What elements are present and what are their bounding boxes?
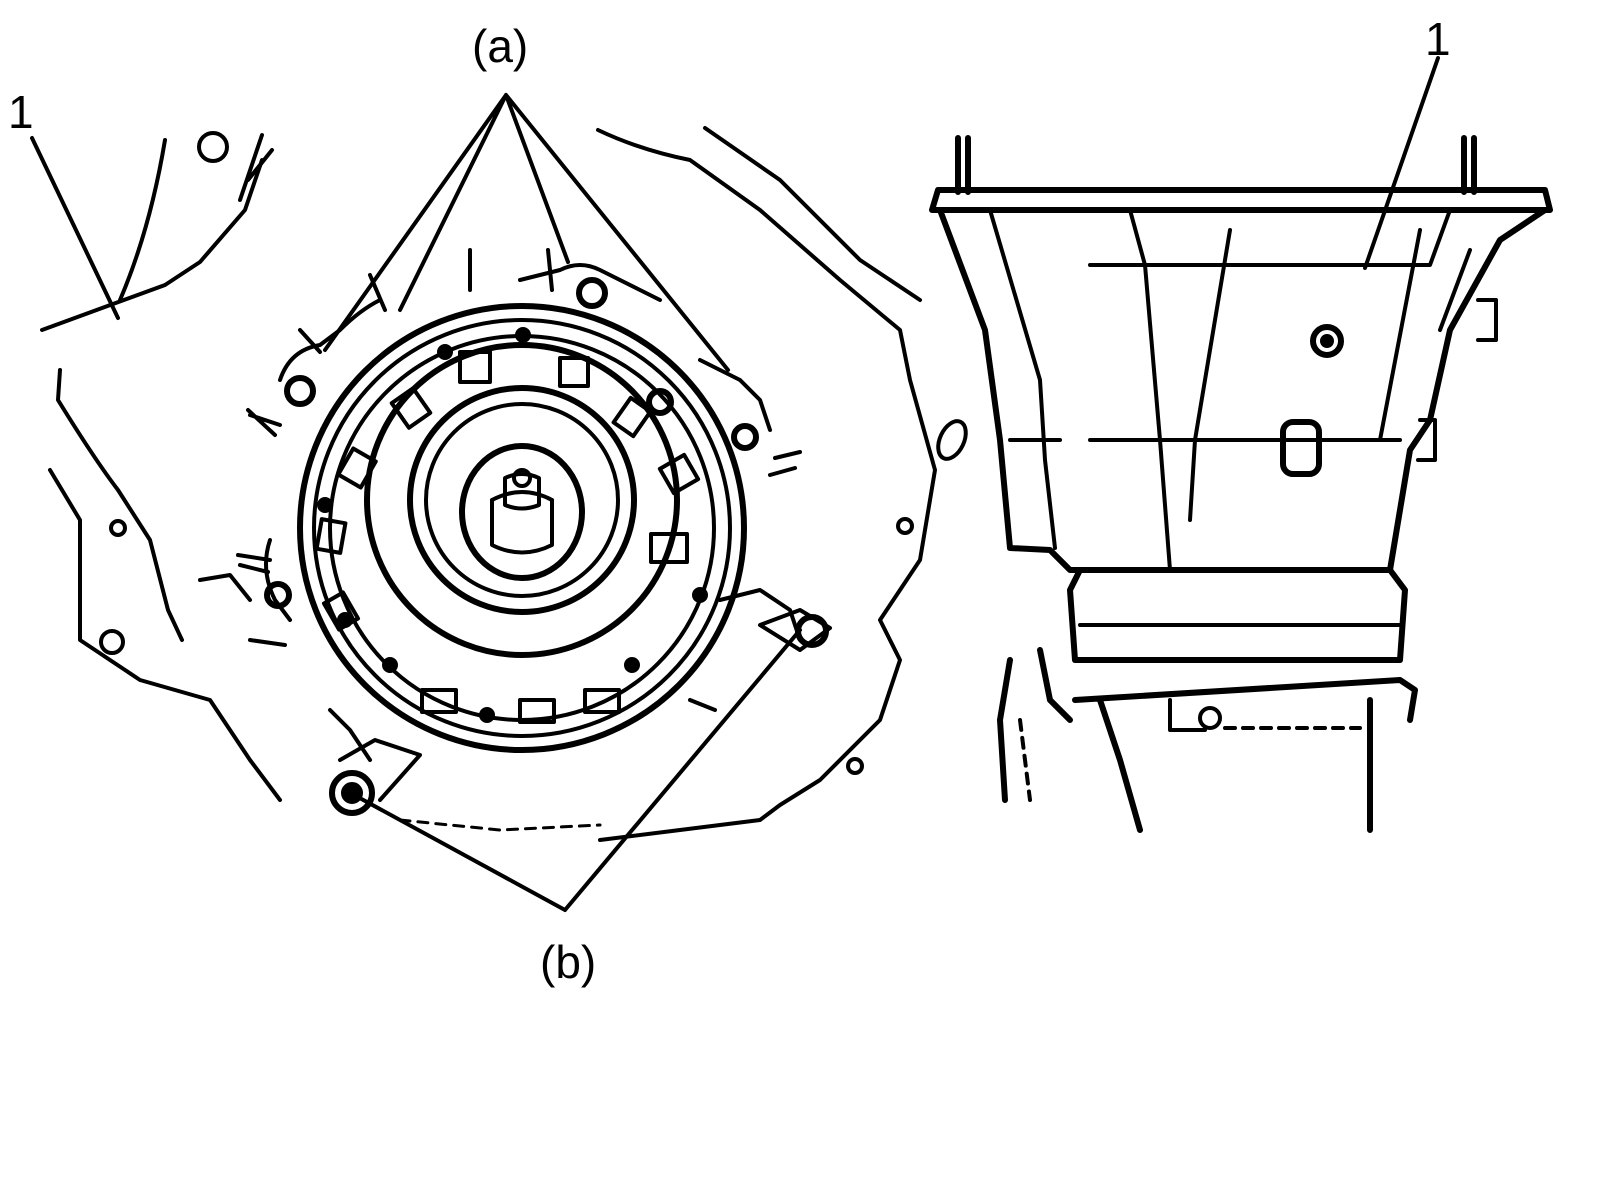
housing-hole — [99, 629, 125, 655]
converter-hub-inner — [424, 402, 620, 598]
label-callout-b: (b) — [540, 936, 596, 988]
converter-body — [364, 342, 680, 658]
leader-a — [323, 93, 730, 372]
input-shaft — [490, 490, 554, 555]
housing-clips — [236, 248, 802, 712]
left-view: 1 (a) (b) — [8, 20, 968, 988]
input-shaft-hole — [512, 468, 532, 488]
transmission-case-hole — [1198, 706, 1222, 730]
right-view: 1 — [929, 13, 1553, 833]
bolt-a-3 — [646, 388, 674, 416]
label-part-1-right: 1 — [1425, 13, 1451, 65]
converter-hub-ring — [407, 385, 637, 615]
transmission-case-detail — [1168, 698, 1207, 732]
housing-slot — [936, 419, 968, 461]
bolts-b — [329, 608, 832, 816]
bolt-a-4 — [731, 423, 759, 451]
bolt-a-1 — [284, 375, 316, 407]
bolt-a-5 — [264, 581, 292, 609]
bell-housing-body — [937, 207, 1548, 573]
converter-shaft-bore — [459, 443, 585, 581]
leader-b — [343, 628, 802, 912]
bell-housing-rib-1 — [1128, 208, 1172, 572]
bell-housing-band — [1008, 208, 1452, 442]
housing-hole — [109, 519, 127, 537]
converter-outer-ring — [297, 303, 747, 753]
bell-housing-inner-left — [988, 208, 1057, 550]
bolts-a — [264, 277, 759, 609]
drive-plate-holes — [317, 327, 708, 723]
converter-ring-inner-edge — [312, 318, 732, 738]
housing-hole — [846, 757, 864, 775]
studs — [955, 135, 1477, 195]
housing-lower-edge — [398, 818, 602, 832]
housing-outline-left — [40, 158, 282, 802]
transmission-case-dash — [1018, 718, 1362, 802]
bell-housing-side-tab — [1416, 298, 1498, 462]
bolt-a-2 — [576, 277, 608, 309]
transmission-case-neck — [1067, 567, 1408, 663]
housing-outline-top — [596, 128, 937, 842]
label-callout-a: (a) — [472, 20, 528, 72]
bell-housing-bolt-center — [1320, 334, 1334, 348]
drive-plate-slots — [314, 350, 701, 724]
housing-upper-left-lip — [118, 133, 274, 302]
bell-housing-bolt — [1310, 324, 1344, 358]
bell-housing-rib-3 — [1378, 228, 1472, 442]
transmission-case-lower — [997, 647, 1418, 833]
housing-outer-right-edge — [703, 126, 922, 302]
bolt-b-1-boss — [338, 738, 422, 802]
bell-housing-rib-2 — [1188, 228, 1232, 522]
housing-hole — [896, 517, 914, 535]
label-part-1-left: 1 — [8, 86, 34, 138]
leader-part-1-right — [1363, 56, 1440, 270]
bell-housing-flange — [929, 187, 1553, 213]
ring-mounting-lugs — [264, 263, 802, 762]
bolt-b-1 — [329, 770, 375, 816]
leader-part-1-left — [30, 136, 120, 320]
housing-hole — [197, 131, 229, 163]
bell-housing-port — [1280, 419, 1322, 477]
bolt-b-2-boss — [758, 608, 832, 652]
